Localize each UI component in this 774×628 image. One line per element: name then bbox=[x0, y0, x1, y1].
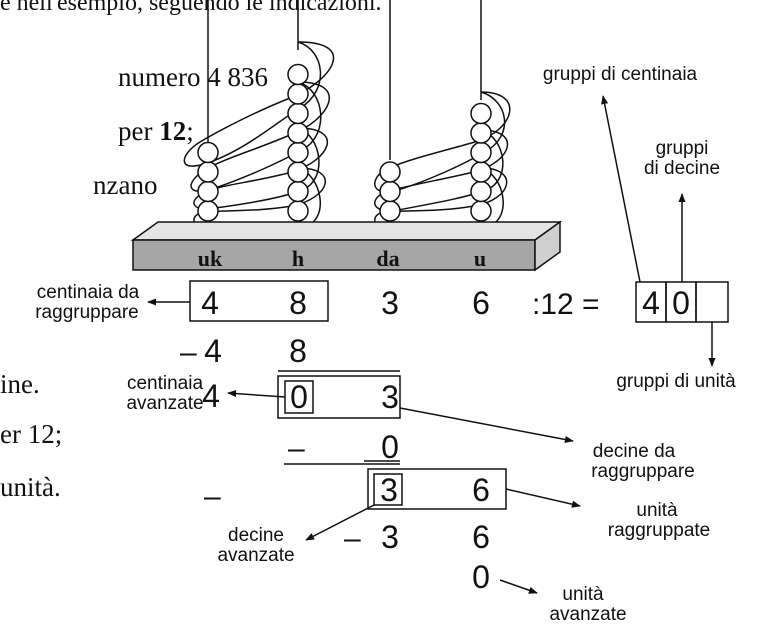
abacus-base bbox=[130, 220, 563, 272]
text-line-number: numero 4 836 bbox=[118, 62, 268, 92]
bead-h bbox=[287, 141, 309, 164]
final-remainder: 0 bbox=[472, 559, 490, 595]
text-line-decine: ine. bbox=[0, 369, 40, 399]
step1-subtrahend-h: 8 bbox=[289, 333, 307, 369]
label-gruppi-unita: gruppi di unità bbox=[616, 371, 736, 392]
arrow-decine-avanzate bbox=[305, 504, 375, 541]
label-unita-av: unità bbox=[562, 584, 604, 605]
abacus bbox=[183, 0, 511, 233]
bead-da bbox=[379, 200, 401, 222]
label-decine-da: decine da bbox=[593, 441, 676, 462]
divisor-expression: :12 = bbox=[532, 288, 600, 321]
label-di-decine: di decine bbox=[644, 158, 720, 179]
group-loop-u-1 bbox=[374, 91, 511, 193]
label-gruppi: gruppi bbox=[656, 138, 709, 159]
bead-da bbox=[379, 161, 401, 183]
column-label-uk: uk bbox=[198, 246, 223, 271]
bead-h bbox=[287, 200, 309, 222]
step2-minus: – bbox=[288, 432, 305, 465]
label-centinaia: centinaia bbox=[127, 373, 203, 394]
box-centinaia bbox=[189, 280, 329, 322]
step3-subtrahend-u: 6 bbox=[472, 519, 490, 555]
quotient-digit-decine: 0 bbox=[672, 285, 690, 321]
abacus-base-front bbox=[132, 239, 536, 271]
step3-minus: – bbox=[204, 480, 221, 513]
bead-uk bbox=[197, 141, 219, 164]
label-avanzate-centinaia: avanzate bbox=[126, 393, 203, 414]
bead-da bbox=[379, 180, 401, 203]
arrows bbox=[147, 95, 716, 594]
text-line-per12: er 12; bbox=[0, 419, 62, 449]
arrow-unita-avanzate bbox=[499, 579, 538, 594]
step1-minus: – bbox=[180, 336, 197, 369]
label-centinaia-da: centinaia da bbox=[37, 282, 140, 303]
bead-h bbox=[287, 83, 309, 105]
step2-subtrahend: 0 bbox=[381, 429, 399, 465]
step3-digit-da: 3 bbox=[380, 472, 398, 508]
step2-digit-h: 0 bbox=[290, 379, 308, 415]
step1-remainder: 4 bbox=[202, 378, 220, 414]
dividend-digit-h: 8 bbox=[289, 285, 307, 321]
label-avanzate-unita: avanzate bbox=[549, 604, 626, 625]
label-raggruppare-centinaia: raggruppare bbox=[35, 302, 139, 323]
bead-h bbox=[287, 122, 309, 144]
label-decine: decine bbox=[228, 525, 284, 546]
bead-uk bbox=[197, 180, 219, 203]
step3-digit-u: 6 bbox=[472, 472, 490, 508]
group-loop-u-2 bbox=[374, 129, 509, 212]
dividend-digit-da: 3 bbox=[381, 285, 399, 321]
bead-h bbox=[287, 180, 309, 203]
column-label-da: da bbox=[376, 246, 399, 271]
abacus-base-side bbox=[534, 220, 561, 272]
label-gruppi-centinaia: gruppi di centinaia bbox=[543, 64, 698, 85]
step3-sub-minus: – bbox=[344, 522, 361, 555]
bead-h bbox=[287, 63, 309, 86]
text-line-unita: unità. bbox=[0, 472, 61, 502]
header-fragment: e nell'esempio, seguendo le indicazioni. bbox=[0, 0, 382, 16]
group-loop-h-2 bbox=[190, 81, 331, 192]
step1-subtrahend-uk: 4 bbox=[204, 333, 222, 369]
text-line-per: per 12; bbox=[118, 116, 194, 146]
bead-u bbox=[470, 161, 492, 183]
label-avanzate-decine: avanzate bbox=[217, 545, 294, 566]
column-label-h: h bbox=[292, 246, 304, 271]
bead-h bbox=[287, 161, 309, 183]
bead-u bbox=[470, 141, 492, 164]
group-loop-h-3 bbox=[193, 127, 329, 210]
dividend-digit-uk: 4 bbox=[201, 285, 219, 321]
step3-subtrahend-da: 3 bbox=[381, 519, 399, 555]
bead-uk bbox=[197, 200, 219, 222]
abacus-beads bbox=[197, 63, 492, 222]
label-raggruppate: raggruppate bbox=[608, 520, 710, 541]
arrow-unita-raggruppate bbox=[505, 488, 581, 508]
bead-u bbox=[470, 200, 492, 222]
arrow-centinaia-avanzate bbox=[227, 389, 286, 398]
text-line-avanzano: nzano bbox=[93, 170, 157, 200]
quotient-digit-centinaia: 4 bbox=[642, 285, 660, 321]
bead-uk bbox=[197, 161, 219, 183]
bead-u bbox=[470, 102, 492, 125]
label-raggruppare-decine: raggruppare bbox=[591, 461, 695, 482]
arrow-gruppi-centinaia bbox=[601, 95, 641, 283]
abacus-base-top bbox=[130, 221, 563, 241]
bead-u bbox=[470, 122, 492, 144]
dividend-digit-u: 6 bbox=[472, 285, 490, 321]
box-decine-avanzate bbox=[373, 473, 403, 506]
bead-h bbox=[287, 102, 309, 125]
bead-u bbox=[470, 180, 492, 203]
label-unita: unità bbox=[636, 500, 678, 521]
arrow-decine-da-raggruppare bbox=[399, 407, 574, 444]
step2-digit-da: 3 bbox=[381, 379, 399, 415]
column-label-u: u bbox=[474, 246, 486, 271]
quotient-box-unita bbox=[695, 281, 729, 323]
